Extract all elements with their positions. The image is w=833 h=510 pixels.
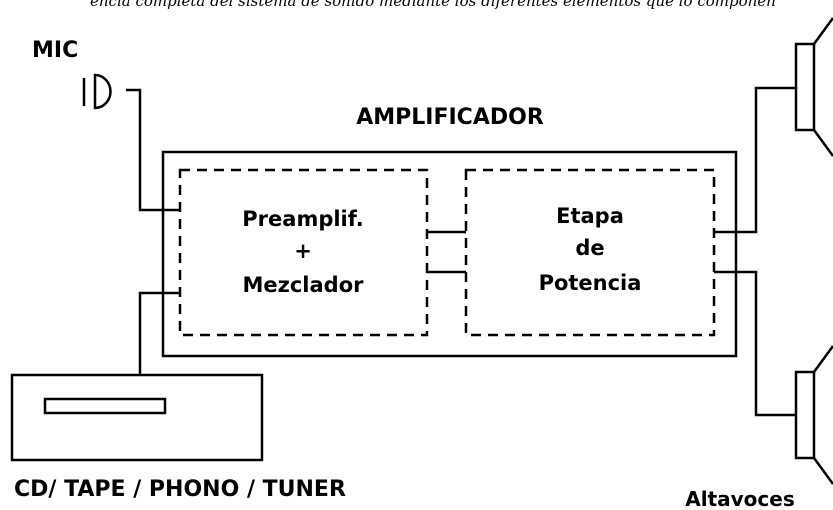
mic-cable (126, 88, 180, 212)
speaker-cable-lower (714, 270, 796, 417)
amplifier-box (161, 150, 738, 358)
preamp-label-line3: Mezclador (243, 273, 365, 297)
source-cable (138, 291, 180, 375)
header-caption: encia completa del sistema de sonido med… (90, 0, 776, 10)
mic-label: MIC (32, 38, 78, 63)
speaker-icon (794, 17, 833, 157)
speaker-cable-upper (714, 86, 796, 234)
preamp-label-line1: Preamplif. (242, 207, 363, 231)
speakers-label: Altavoces (685, 487, 795, 510)
microphone-icon (82, 73, 112, 110)
amplifier-label: AMPLIFICADOR (356, 105, 544, 130)
source-label: CD/ TAPE / PHONO / TUNER (14, 477, 346, 502)
disc-slot (43, 397, 167, 415)
source-device-box (10, 373, 264, 462)
preamp-label-line2: + (294, 239, 312, 263)
power-label-line1: Etapa (556, 204, 624, 228)
speaker-icon (794, 345, 833, 485)
power-label-line3: Potencia (539, 271, 642, 295)
power-label-line2: de (575, 236, 604, 260)
power-stage-box (464, 168, 716, 337)
preamp-mixer-box (178, 168, 429, 337)
